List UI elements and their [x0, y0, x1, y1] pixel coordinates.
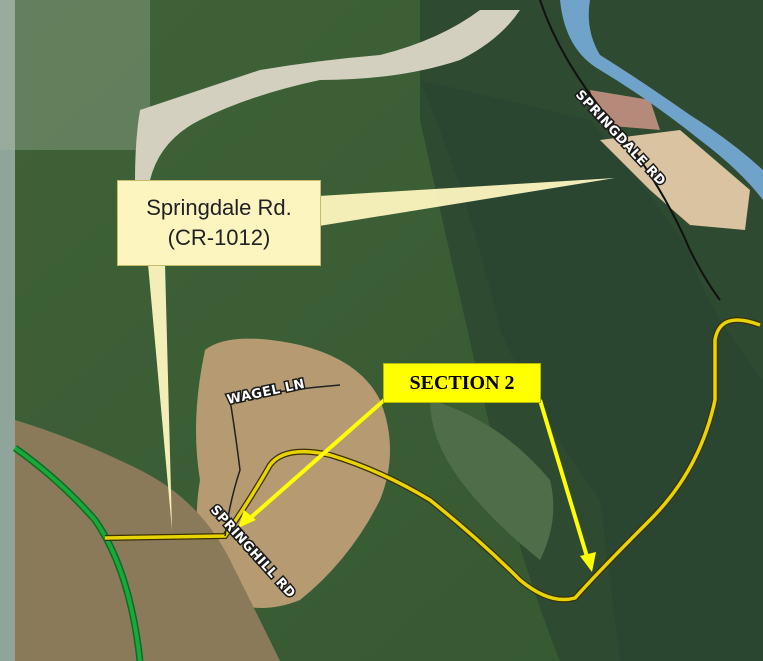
section-2-route[interactable]: [104, 318, 761, 602]
cleared-area: [196, 338, 390, 608]
section-arrow-right: [538, 399, 590, 561]
left-edge-strip: [0, 0, 15, 661]
section-2-label: SECTION 2: [383, 363, 541, 403]
callout-line-2: (CR-1012): [167, 225, 271, 250]
town-area: [15, 420, 280, 661]
wash-path: [135, 10, 520, 180]
callout-pointer-right: [319, 178, 615, 226]
springdale-callout: Springdale Rd. (CR-1012): [117, 180, 321, 266]
springdale-road-line: [539, 0, 721, 301]
river: [560, 0, 763, 200]
callout-line-1: Springdale Rd.: [146, 195, 292, 220]
green-route: [13, 446, 142, 661]
section-arrow-left: [246, 393, 392, 522]
callout-pointer-down: [148, 264, 172, 530]
wagel-lane-line: [229, 384, 341, 401]
